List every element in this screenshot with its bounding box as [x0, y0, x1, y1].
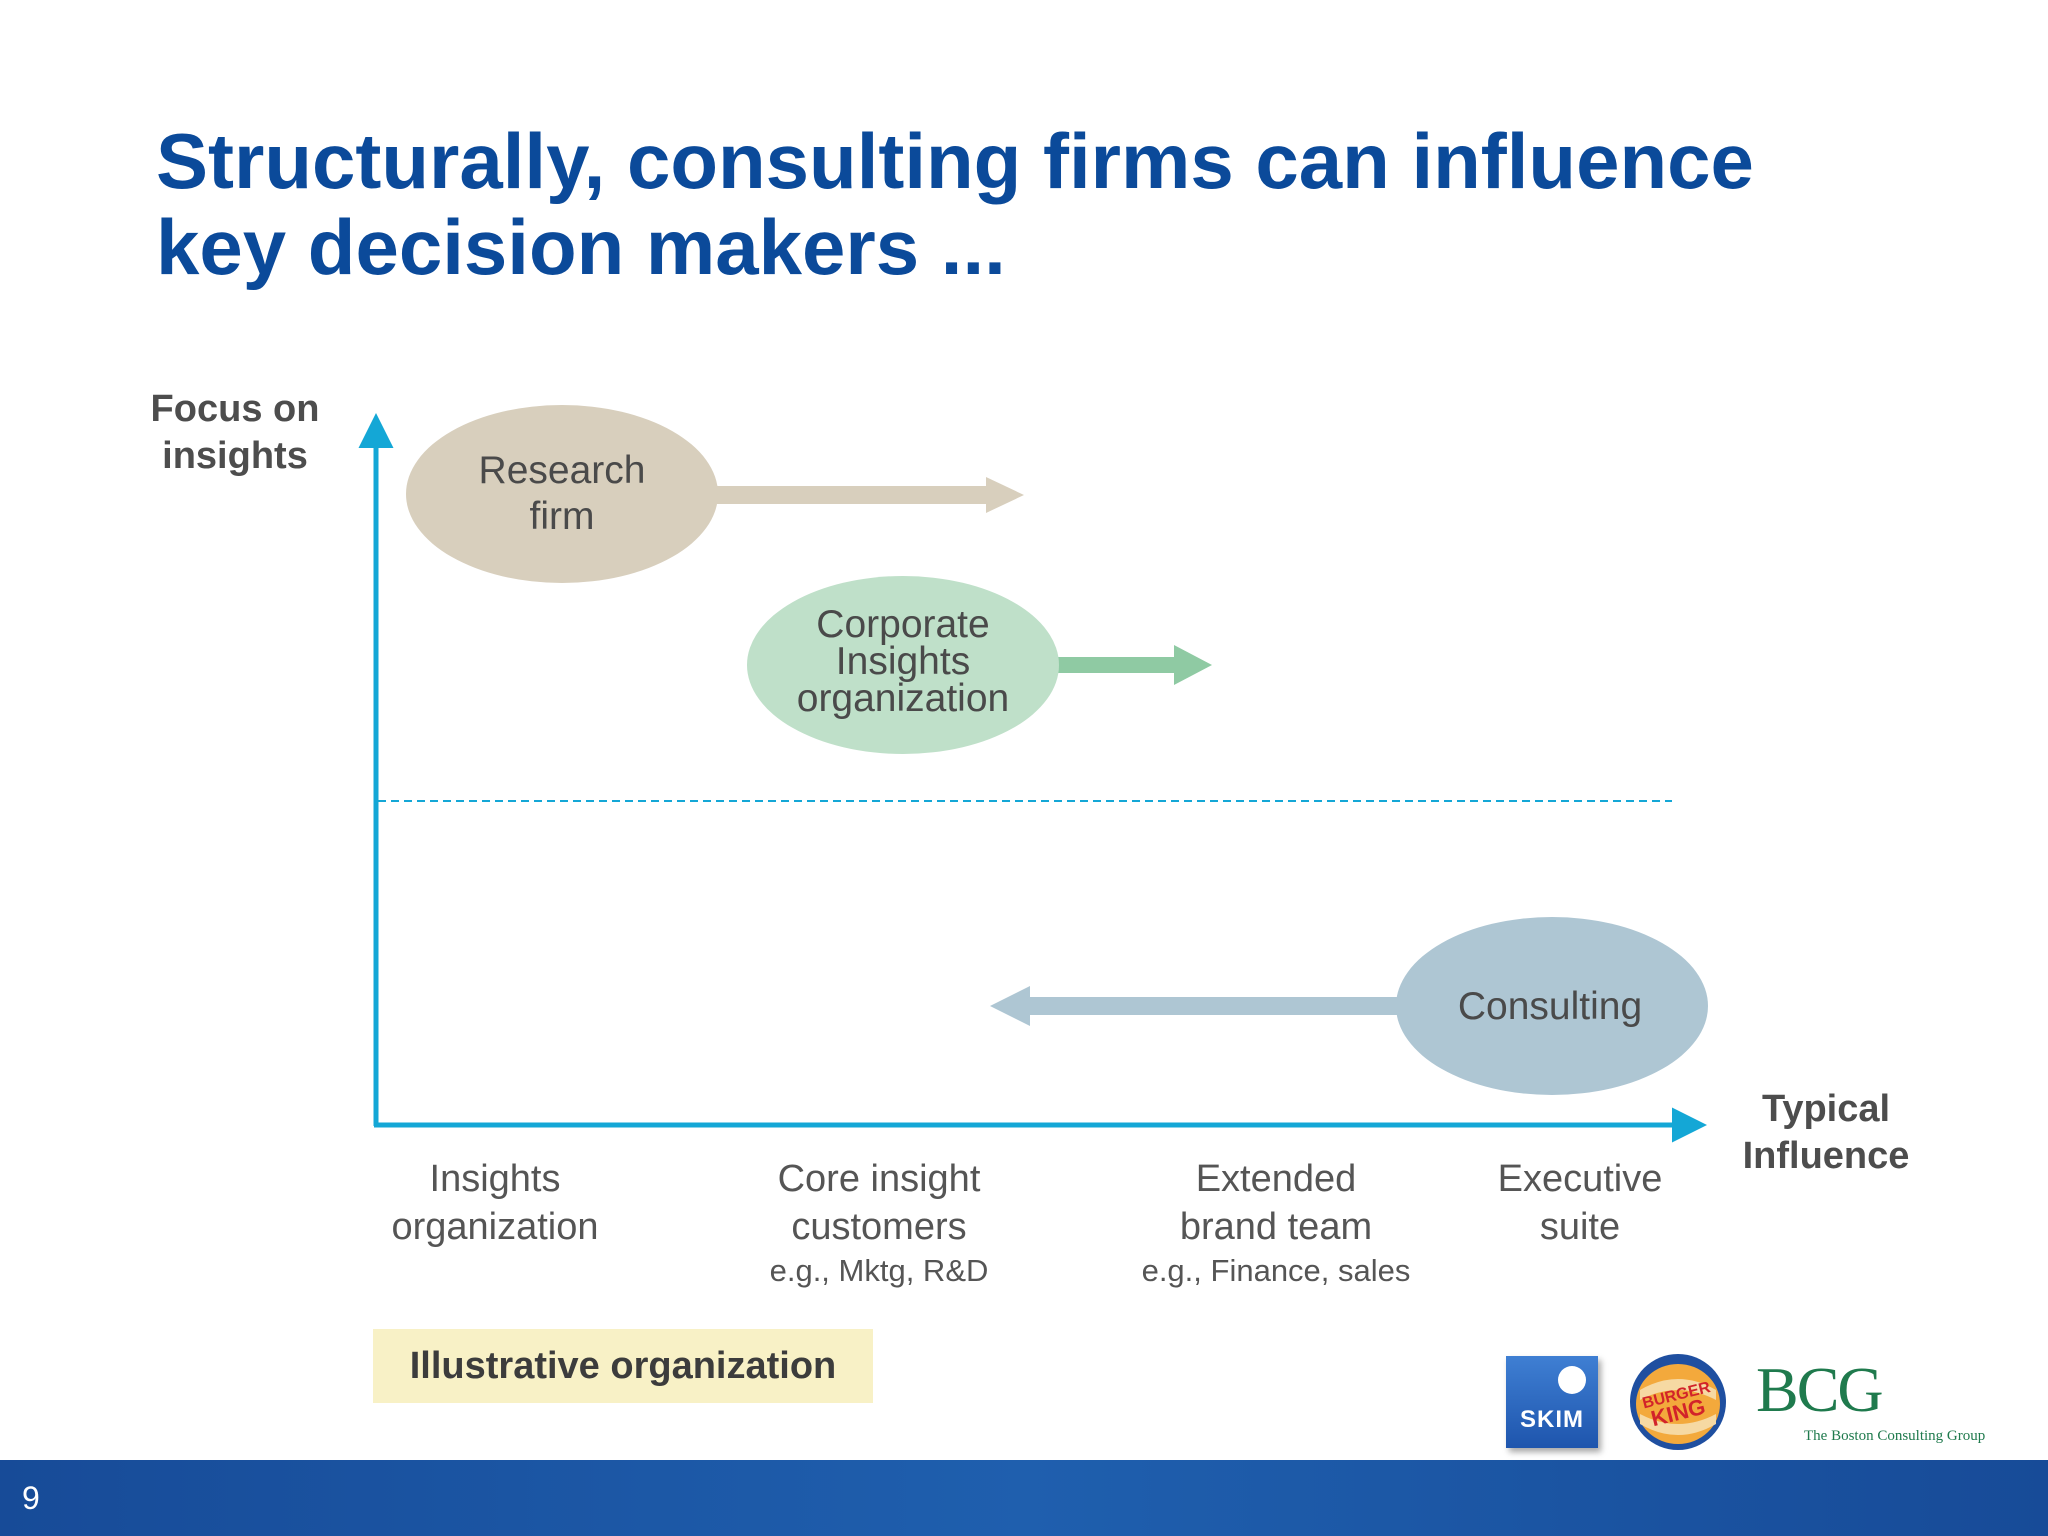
corporate-line-3: organization	[796, 677, 1010, 720]
consulting-arrow-shaft	[1024, 997, 1434, 1015]
corporate-arrow-shaft	[1050, 657, 1178, 673]
footer-bar: 9	[0, 1460, 2048, 1536]
x-tick-4-line-2: suite	[1539, 1206, 1621, 1248]
x-tick-3-sub: e.g., Finance, sales	[1141, 1253, 1411, 1288]
research-line-2: firm	[529, 495, 595, 538]
bcg-logo: BCG The Boston Consulting Group	[1756, 1358, 1985, 1445]
research-firm-ellipse	[406, 405, 718, 583]
page-title: Structurally, consulting firms can influ…	[156, 118, 1956, 290]
x-tick-1-line-2: organization	[391, 1206, 599, 1248]
x-tick-insights-organization: Insights organization	[345, 1155, 645, 1251]
x-tick-1-line-1: Insights	[429, 1158, 561, 1200]
skim-logo-dot	[1558, 1366, 1586, 1394]
y-axis-label-text: Focus on insights	[150, 388, 320, 477]
consulting-line-1: Consulting	[1457, 985, 1643, 1028]
research-arrow-shaft	[710, 486, 990, 504]
corporate-insights-label: Corporate Insights organization	[753, 603, 1053, 720]
x-tick-3-line-2: brand team	[1179, 1206, 1373, 1248]
corporate-insights-ellipse	[747, 576, 1059, 754]
x-tick-2-line-2: customers	[791, 1206, 967, 1248]
x-tick-executive-suite: Executive suite	[1430, 1155, 1730, 1251]
x-axis-label-text: Typical Influence	[1742, 1088, 1910, 1177]
x-tick-core-insight-customers: Core insight customers e.g., Mktg, R&D	[729, 1155, 1029, 1291]
x-tick-2-sub: e.g., Mktg, R&D	[769, 1253, 989, 1288]
y-axis-label: Focus on insights	[120, 386, 350, 480]
page-number: 9	[22, 1480, 40, 1516]
corporate-arrow-head	[1174, 645, 1212, 685]
research-arrow-head	[986, 477, 1024, 513]
bcg-logo-tagline: The Boston Consulting Group	[1804, 1428, 1986, 1444]
illustrative-badge: Illustrative organization	[373, 1329, 873, 1403]
research-firm-label: Research firm	[412, 448, 712, 540]
consulting-ellipse	[1396, 917, 1708, 1095]
title-line-1: Structurally, consulting firms can influ…	[156, 117, 1754, 205]
x-tick-extended-brand-team: Extended brand team e.g., Finance, sales	[1126, 1155, 1426, 1291]
corporate-line-1: Corporate	[816, 603, 990, 646]
x-tick-4-line-1: Executive	[1497, 1158, 1663, 1200]
bcg-logo-text: BCG	[1756, 1354, 1884, 1425]
consulting-arrow-head	[990, 986, 1030, 1026]
skim-logo: SKIM	[1506, 1356, 1598, 1448]
x-tick-2-line-1: Core insight	[777, 1158, 981, 1200]
x-tick-3-line-1: Extended	[1195, 1158, 1357, 1200]
burger-king-logo: BURGER KING	[1630, 1354, 1726, 1450]
research-line-1: Research	[478, 449, 646, 492]
x-axis-label: Typical Influence	[1716, 1086, 1936, 1180]
consulting-label: Consulting	[1400, 984, 1700, 1030]
corporate-line-2: Insights	[835, 640, 971, 683]
skim-logo-text: SKIM	[1520, 1406, 1584, 1433]
title-line-2: key decision makers ...	[156, 203, 1006, 291]
